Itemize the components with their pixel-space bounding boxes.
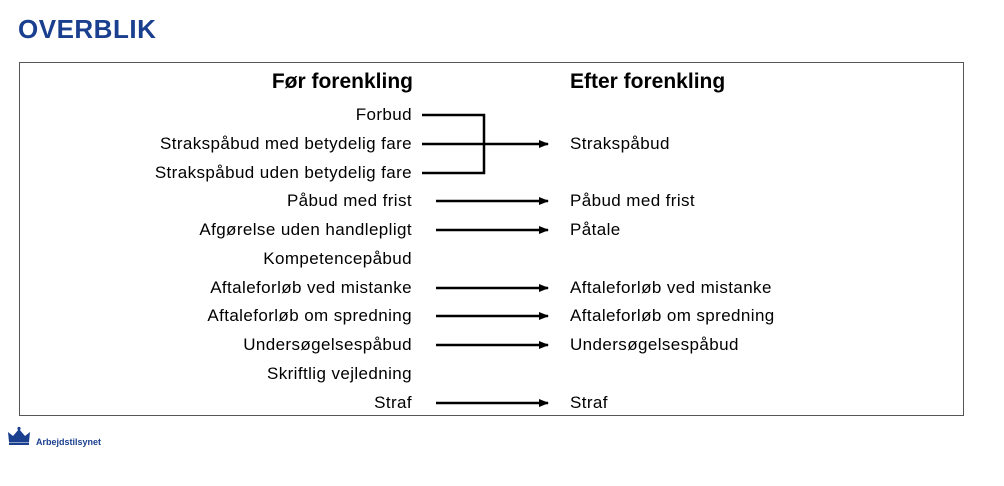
after-item-undersogelsespabud: Undersøgelsespåbud xyxy=(570,335,739,354)
crown-icon xyxy=(6,426,32,451)
after-item-aftale-mistanke: Aftaleforløb ved mistanke xyxy=(570,278,772,297)
after-header: Efter forenkling xyxy=(570,70,726,93)
logo-text: Arbejdstilsynet xyxy=(36,436,102,447)
after-item-straf: Straf xyxy=(570,393,608,412)
before-item-straf: Straf xyxy=(374,393,412,412)
before-item-afgorelse: Afgørelse uden handlepligt xyxy=(199,220,412,239)
after-item-patale: Påtale xyxy=(570,220,621,239)
after-item-strakspabud: Strakspåbud xyxy=(570,134,670,153)
before-item-forbud: Forbud xyxy=(355,105,412,124)
before-item-aftale-mistanke: Aftaleforløb ved mistanke xyxy=(210,278,412,297)
before-item-strakspabud-uden-fare: Strakspåbud uden betydelig fare xyxy=(154,163,412,182)
organization-logo: Arbejdstilsynet xyxy=(6,426,101,451)
slide-title: OVERBLIK xyxy=(18,14,157,44)
before-header: Før forenkling xyxy=(271,70,413,93)
before-item-undersogelsespabud: Undersøgelsespåbud xyxy=(243,335,412,354)
before-item-pabud-med-frist: Påbud med frist xyxy=(286,191,412,210)
before-item-strakspabud-med-fare: Strakspåbud med betydelig fare xyxy=(159,134,412,153)
after-item-pabud-med-frist: Påbud med frist xyxy=(570,191,696,210)
before-item-skriftlig-vejledning: Skriftlig vejledning xyxy=(266,364,412,383)
after-item-aftale-spredning: Aftaleforløb om spredning xyxy=(570,306,775,325)
before-item-kompetencepabud: Kompetencepåbud xyxy=(263,249,412,268)
comparison-frame xyxy=(19,62,964,416)
before-item-aftale-spredning: Aftaleforløb om spredning xyxy=(207,306,412,325)
